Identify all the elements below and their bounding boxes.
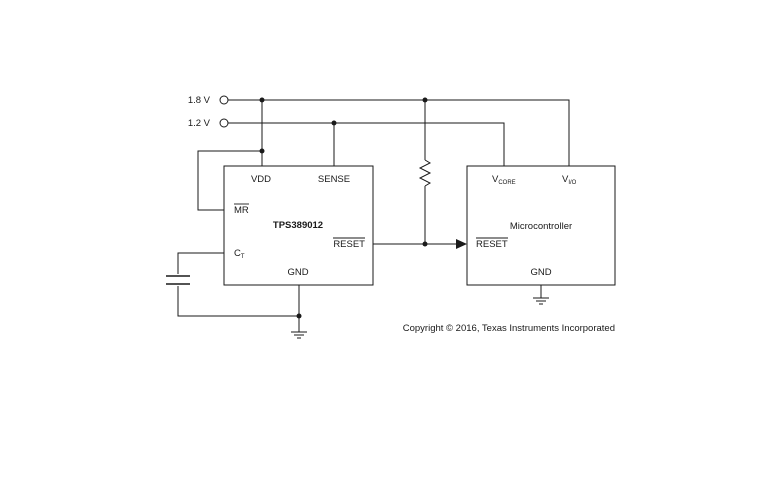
junction-dot [422, 241, 428, 247]
supervisor-ic [223, 165, 374, 286]
supervisor-pin-gnd: GND [287, 267, 308, 278]
wire-mr-pullup [197, 150, 262, 211]
supervisor-pin-reset: RESET [333, 239, 365, 250]
rail-12v-terminal [219, 118, 229, 128]
junction-dot [296, 313, 302, 319]
wire-18v-rail [228, 99, 570, 166]
supervisor-pin-sense: SENSE [318, 174, 350, 185]
rail-18v-label: 1.8 V [188, 95, 211, 106]
supervisor-part-number: TPS389012 [273, 220, 323, 231]
junction-dot [331, 120, 337, 126]
copyright-text: Copyright © 2016, Texas Instruments Inco… [403, 323, 615, 334]
wire-ct-gnd [177, 286, 299, 317]
mcu-pin-vio: VI/O [562, 174, 577, 186]
ground-icon [291, 331, 307, 339]
junction-dot [259, 148, 265, 154]
supervisor-pin-ct: CT [234, 248, 245, 260]
wire-ct [177, 252, 224, 274]
ground-icon [533, 297, 549, 305]
rail-18v-terminal [219, 95, 229, 105]
supervisor-pin-vdd: VDD [251, 174, 271, 185]
wire-12v-rail [228, 122, 505, 166]
mcu-pin-reset: RESET [476, 239, 508, 250]
rail-12v-label: 1.2 V [188, 118, 211, 129]
mcu-pin-gnd: GND [530, 267, 551, 278]
junction-dot [259, 97, 265, 103]
mcu-pin-vcore: VCORE [492, 174, 516, 186]
microcontroller [466, 165, 616, 286]
mcu-name: Microcontroller [510, 221, 572, 232]
reset-arrow-icon [456, 239, 467, 249]
supervisor-pin-mr: MR [234, 205, 249, 216]
junction-dot [422, 97, 428, 103]
pullup-resistor [418, 159, 432, 187]
